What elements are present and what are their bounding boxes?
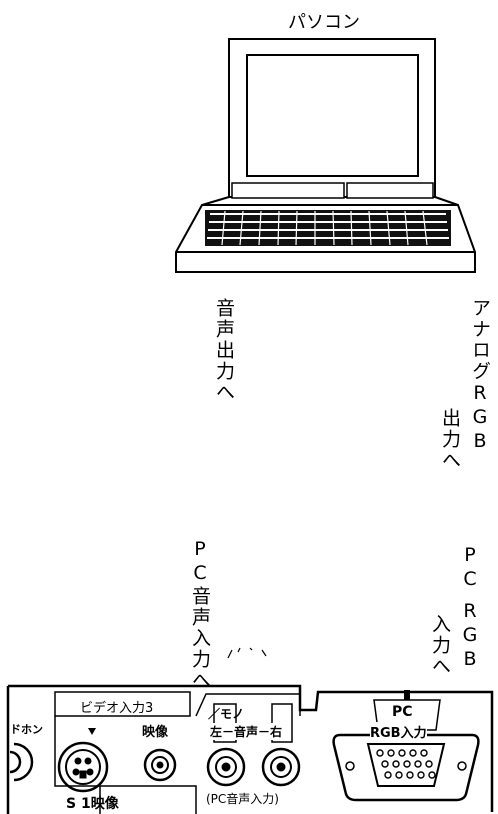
laptop-keys (207, 213, 449, 239)
audio-out-label: 音声出力へ (213, 298, 235, 403)
analog-rgb-label: アナログRGB (469, 298, 491, 454)
s1-video-label: S 1映像 (66, 796, 119, 812)
headphone-label: ドホン (10, 723, 43, 736)
laptop-hinge (231, 182, 434, 199)
pc-rgb-label-rgb: RGB (459, 600, 481, 672)
connection-marks (227, 647, 267, 659)
s-video-connector (57, 728, 109, 793)
analog-rgb-output-label: 出力へ (439, 408, 461, 471)
video-input3-label: ビデオ入力3 (80, 701, 154, 716)
pc-rgb-label-pc: PC (459, 544, 481, 592)
audio-right-jack (261, 703, 301, 787)
pc-audio-input-panel-label: (PC音声入力) (206, 792, 279, 806)
pc-audio-input-label: PC音声入力へ (189, 538, 211, 691)
panel-outline (8, 684, 494, 812)
pc-label: パソコン (288, 12, 360, 33)
laptop-keyboard (205, 210, 451, 246)
video-label: 映像 (142, 725, 169, 740)
rgb-dsub-connector (332, 690, 480, 802)
left-audio-right-label: 左－音声－右 (210, 723, 283, 740)
rgb-input-panel-label: RGB入力 (370, 722, 427, 741)
headphone-jack (9, 742, 34, 782)
mono-label: ／モノ (208, 707, 245, 721)
pc-rgb-label-input: 入力へ (429, 614, 451, 677)
video-jack (143, 748, 177, 782)
laptop-lid (201, 38, 459, 206)
laptop-key-columns (221, 210, 428, 246)
pc-panel-label: PC (392, 704, 413, 720)
